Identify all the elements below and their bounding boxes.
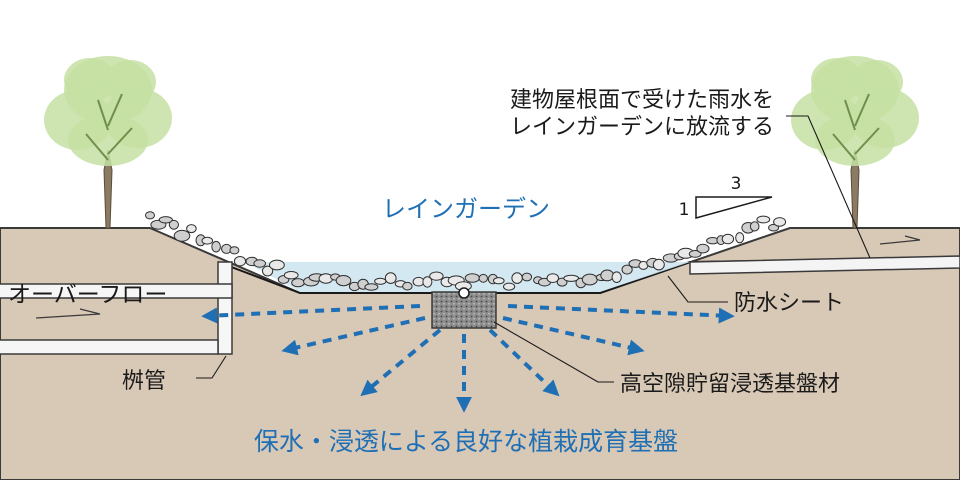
stone <box>283 271 299 280</box>
tree-branch <box>97 99 109 131</box>
stone <box>173 229 191 242</box>
rain-garden-label: レインガーデン <box>382 195 550 223</box>
stone <box>364 283 379 291</box>
slope-run-label: 3 <box>731 174 742 194</box>
tree-branch <box>85 133 109 161</box>
tree-foliage <box>811 58 863 102</box>
tree-branch <box>107 93 123 127</box>
infiltration-arrow <box>360 328 442 397</box>
stone <box>229 246 240 255</box>
stone <box>464 273 480 283</box>
stone <box>478 273 488 283</box>
stone <box>335 275 352 287</box>
stone <box>511 272 523 284</box>
stone <box>756 215 771 224</box>
stone <box>422 276 433 288</box>
infiltration-arrow <box>201 304 421 324</box>
stone <box>749 221 760 232</box>
stone <box>291 278 305 288</box>
stone <box>773 217 787 227</box>
tree-foliage <box>68 114 148 166</box>
stone <box>493 277 505 285</box>
stone <box>735 232 745 244</box>
stone <box>546 273 560 284</box>
basin-pipe-label: 桝管 <box>122 369 166 394</box>
infiltration-arrow <box>502 316 645 356</box>
tree-branch <box>832 133 856 161</box>
stone <box>186 224 197 234</box>
stone <box>253 259 267 268</box>
tree-foliage <box>851 60 903 104</box>
tree-branch <box>854 127 880 155</box>
stone <box>233 256 247 267</box>
stone <box>262 265 274 277</box>
roof-note-line1: 建物屋根面で受けた雨水を <box>510 88 774 113</box>
infiltration-base-label: 高空隙貯留浸透基盤材 <box>620 372 840 397</box>
tree-left <box>44 56 172 229</box>
waterproof-sheet-label: 防水シート <box>734 291 844 316</box>
stone <box>768 223 780 232</box>
tree-right <box>791 56 919 229</box>
overflow-label: オーバーフロー <box>8 282 167 308</box>
infiltration-arrow <box>507 304 735 324</box>
stone <box>721 233 735 245</box>
slope-indicator: 3 1 <box>679 174 773 220</box>
stone <box>269 259 285 271</box>
stone <box>581 273 598 286</box>
tree-branch <box>854 93 870 127</box>
stone <box>429 271 444 281</box>
bottom-caption: 保水・浸透による良好な植栽成育基盤 <box>254 427 678 456</box>
stone <box>611 271 622 284</box>
stone <box>158 216 173 224</box>
stone <box>374 277 387 285</box>
stone <box>211 240 221 253</box>
stone <box>621 264 633 275</box>
tree-foliage <box>64 58 116 102</box>
stone <box>696 243 710 254</box>
soil-ground <box>0 227 960 480</box>
tree-branch <box>844 99 856 131</box>
tree-foliage <box>815 114 895 166</box>
stone <box>384 272 397 284</box>
slope-rise-label: 1 <box>679 200 690 220</box>
tree-branch <box>107 127 133 155</box>
stone <box>145 211 155 220</box>
stone <box>503 282 516 291</box>
stone <box>521 272 533 282</box>
stone <box>688 250 702 258</box>
roof-note-line2: レインガーデンに放流する <box>510 115 774 140</box>
stone <box>168 219 179 230</box>
tree-foliage <box>104 60 156 104</box>
stone <box>600 269 615 282</box>
leader-lines <box>196 115 871 383</box>
stone <box>201 236 214 245</box>
infiltration-arrows <box>201 304 735 413</box>
stone <box>402 281 413 291</box>
overflow-pipe <box>0 261 233 355</box>
stone <box>652 258 665 271</box>
drain-pipe-circle <box>458 287 470 299</box>
infiltration-arrow <box>281 316 426 356</box>
